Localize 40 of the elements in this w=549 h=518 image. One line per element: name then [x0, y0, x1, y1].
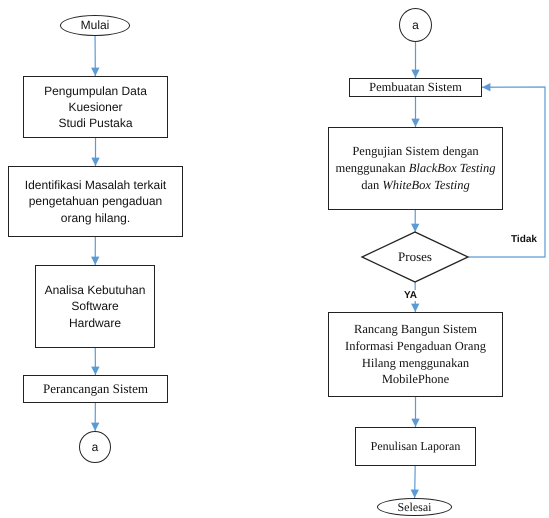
process-box	[23, 76, 168, 138]
arrow	[91, 36, 100, 76]
node-label: Penulisan Laporan	[370, 438, 460, 455]
process-box	[328, 127, 503, 210]
arrow	[411, 97, 420, 127]
arrow	[411, 397, 420, 427]
node-label: Identifikasi Masalah terkait pengetahuan pengaduan orang hilang.	[24, 177, 168, 226]
node-label: Kuesioner	[68, 98, 123, 116]
node-label: Pembuatan Sistem	[369, 79, 462, 96]
node-label: Analisa Kebutuhan	[44, 282, 146, 298]
process-box	[35, 265, 155, 348]
terminator-oval	[399, 8, 432, 42]
node-label: Perancangan Sistem	[42, 380, 148, 398]
process-box	[23, 375, 168, 403]
node-label: Mulai	[80, 17, 110, 34]
node-label: a	[92, 438, 98, 456]
arrow	[411, 210, 420, 232]
node-label: Pengujian Sistem dengan menggunakan BlackBox Testing dan WhiteBox Testing	[334, 143, 496, 194]
edge-label: YA	[403, 290, 418, 301]
node-label: Hardware	[68, 314, 122, 331]
node-label: Studi Pustaka	[58, 115, 133, 132]
arrow	[410, 466, 419, 498]
node-label: Software	[71, 298, 119, 315]
arrow	[411, 42, 420, 78]
arrow	[91, 348, 100, 375]
node-label: Proses	[398, 248, 432, 266]
arrow	[91, 237, 100, 265]
arrow	[91, 138, 100, 166]
node-label: Selesai	[398, 498, 432, 516]
node-label: Pengumpulan Data	[44, 82, 147, 99]
node-label: a	[412, 16, 419, 34]
edge-label: Tidak	[510, 234, 538, 245]
process-box	[8, 166, 183, 237]
arrow	[468, 83, 546, 258]
process-box	[328, 312, 503, 397]
node-label: Rancang Bangun Sistem Informasi Pengaduan Orang Hilang menggunakan MobilePhone	[344, 320, 487, 388]
terminator-oval	[79, 431, 111, 463]
process-box	[355, 427, 476, 466]
arrow	[91, 403, 100, 431]
process-box	[349, 78, 482, 97]
